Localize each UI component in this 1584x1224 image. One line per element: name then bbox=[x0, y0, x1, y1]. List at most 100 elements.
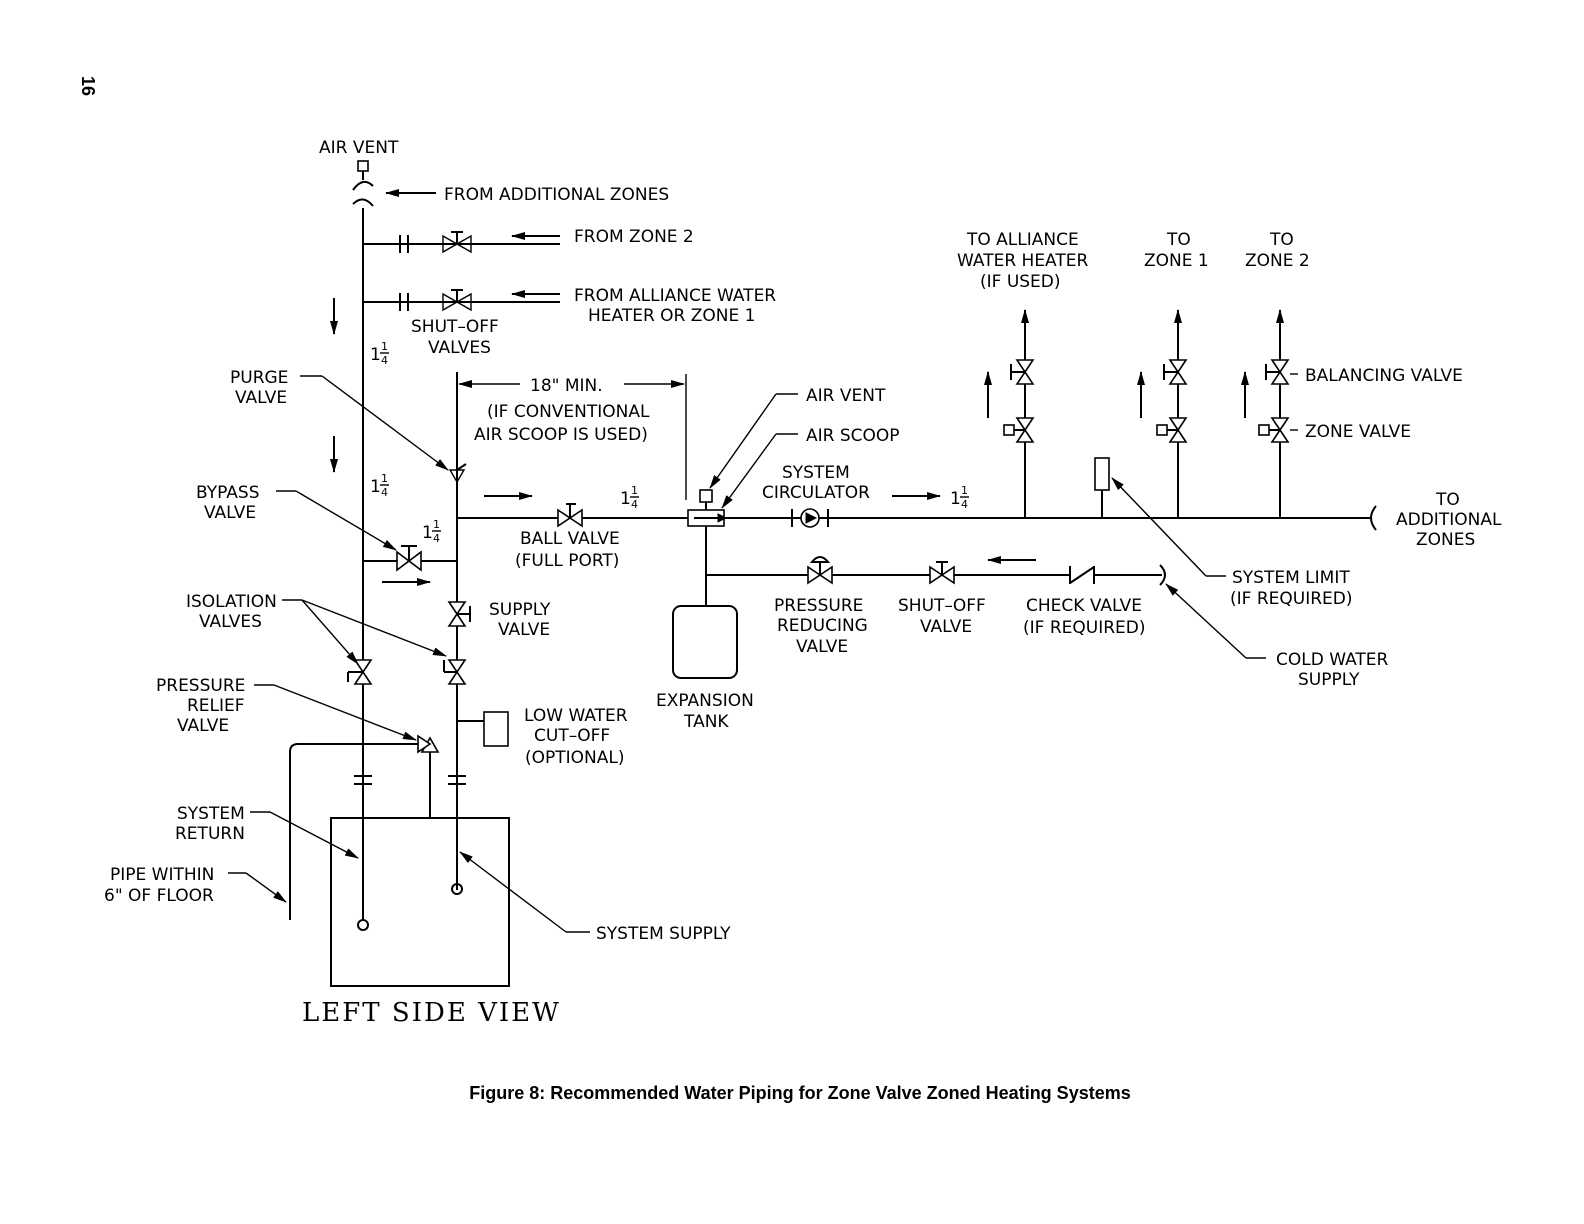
svg-text:1: 1 bbox=[631, 484, 638, 497]
label-balancing-valve: BALANCING VALVE bbox=[1305, 366, 1463, 386]
diagram-labels: AIR VENT FROM ADDITIONAL ZONES FROM ZONE… bbox=[104, 138, 1502, 944]
label-pressure-reducing-valve: PRESSURE bbox=[774, 596, 863, 616]
label-isolation-valves: ISOLATION bbox=[186, 592, 277, 612]
label-from-alliance: HEATER OR ZONE 1 bbox=[588, 306, 755, 326]
label-shutoff-valves: VALVES bbox=[428, 338, 491, 358]
label-low-water-cutoff: LOW WATER bbox=[524, 706, 628, 726]
label-to-alliance: TO ALLIANCE bbox=[966, 230, 1079, 250]
label-pressure-reducing-valve: REDUCING bbox=[777, 616, 868, 636]
label-expansion-tank: TANK bbox=[683, 712, 729, 732]
view-title: LEFT SIDE VIEW bbox=[302, 998, 561, 1028]
label-cold-water-supply: COLD WATER bbox=[1276, 650, 1389, 670]
label-pressure-relief-valve: PRESSURE bbox=[156, 676, 245, 696]
label-zone-valve: ZONE VALVE bbox=[1305, 422, 1411, 442]
label-to-zone-1: ZONE 1 bbox=[1144, 251, 1209, 271]
pipe-size-1-1-4: 1 1 4 bbox=[370, 472, 389, 499]
low-water-cutoff-icon bbox=[483, 711, 509, 747]
label-to-alliance: WATER HEATER bbox=[957, 251, 1088, 271]
label-bypass-valve: VALVE bbox=[204, 503, 256, 523]
pipe-size-1-1-4: 1 1 4 bbox=[422, 518, 441, 545]
svg-text:1: 1 bbox=[381, 340, 388, 353]
label-low-water-cutoff: (OPTIONAL) bbox=[525, 748, 625, 768]
label-cold-water-supply: SUPPLY bbox=[1298, 670, 1360, 690]
isolation-valve-icon bbox=[443, 659, 467, 685]
label-supply-valve: SUPPLY bbox=[489, 600, 551, 620]
label-shutoff-valve: VALVE bbox=[920, 617, 972, 637]
label-18in-min: (IF CONVENTIONAL bbox=[487, 402, 650, 422]
svg-text:1: 1 bbox=[433, 518, 440, 531]
svg-text:4: 4 bbox=[381, 354, 388, 367]
circulator-icon bbox=[800, 508, 820, 528]
return-tube-end-icon bbox=[357, 919, 369, 931]
zone-valve-icon bbox=[1258, 417, 1290, 443]
label-pressure-relief-valve: VALVE bbox=[177, 716, 229, 736]
pressure-reducing-valve-icon bbox=[807, 556, 833, 585]
svg-text:1: 1 bbox=[620, 489, 631, 509]
svg-text:1: 1 bbox=[950, 489, 961, 509]
balancing-valve-icon bbox=[1163, 359, 1188, 385]
check-valve-icon bbox=[1062, 566, 1102, 584]
label-system-supply: SYSTEM SUPPLY bbox=[596, 924, 731, 944]
boiler-outline bbox=[330, 817, 510, 987]
pipe-lines bbox=[289, 208, 1372, 920]
dimension-18in bbox=[456, 374, 687, 500]
label-system-limit: (IF REQUIRED) bbox=[1230, 589, 1353, 609]
label-to-additional-zones: ZONES bbox=[1416, 530, 1475, 550]
label-supply-valve: VALVE bbox=[498, 620, 550, 640]
air-vent-top-icon bbox=[352, 160, 374, 207]
label-shutoff-valve: SHUT–OFF bbox=[898, 596, 986, 616]
shutoff-valve-icon bbox=[442, 231, 472, 254]
cold-water-break-icon bbox=[1159, 564, 1166, 586]
zone-valve-icon bbox=[1003, 417, 1035, 443]
svg-text:1: 1 bbox=[422, 523, 433, 543]
label-purge-valve: PURGE bbox=[230, 368, 288, 388]
label-system-circulator: SYSTEM bbox=[782, 463, 850, 483]
figure-caption: Figure 8: Recommended Water Piping for Z… bbox=[469, 1083, 1131, 1103]
label-bypass-valve: BYPASS bbox=[196, 483, 260, 503]
svg-text:4: 4 bbox=[631, 498, 638, 511]
label-expansion-tank: EXPANSION bbox=[656, 691, 754, 711]
label-check-valve: (IF REQUIRED) bbox=[1023, 618, 1146, 638]
label-system-circulator: CIRCULATOR bbox=[762, 483, 870, 503]
bypass-valve-icon bbox=[396, 545, 422, 572]
supply-valve-icon bbox=[447, 601, 471, 627]
zone-valve-icon bbox=[1156, 417, 1188, 443]
svg-text:1: 1 bbox=[961, 484, 968, 497]
svg-text:1: 1 bbox=[370, 477, 381, 497]
svg-text:4: 4 bbox=[433, 532, 440, 545]
label-ball-valve: (FULL PORT) bbox=[515, 551, 619, 571]
label-purge-valve: VALVE bbox=[235, 388, 287, 408]
air-scoop-icon bbox=[687, 489, 728, 527]
label-check-valve: CHECK VALVE bbox=[1026, 596, 1142, 616]
label-low-water-cutoff: CUT–OFF bbox=[534, 726, 610, 746]
pipe-size-1-1-4: 1 1 4 bbox=[950, 484, 969, 511]
shutoff-valve-icon bbox=[442, 289, 472, 312]
supply-tube-end-icon bbox=[451, 883, 463, 895]
svg-text:1: 1 bbox=[381, 472, 388, 485]
leader-lines bbox=[228, 373, 1298, 933]
pipe-unions bbox=[354, 235, 829, 785]
label-pipe-within-floor: 6" OF FLOOR bbox=[104, 886, 214, 906]
label-to-additional-zones: ADDITIONAL bbox=[1396, 510, 1502, 530]
label-18in-min: AIR SCOOP IS USED) bbox=[474, 425, 648, 445]
label-isolation-valves: VALVES bbox=[199, 612, 262, 632]
pipe-size-1-1-4: 1 1 4 bbox=[620, 484, 639, 511]
system-limit-icon bbox=[1094, 457, 1110, 491]
label-to-zone-1: TO bbox=[1166, 230, 1191, 250]
label-shutoff-valves: SHUT–OFF bbox=[411, 317, 499, 337]
shutoff-valve-icon bbox=[929, 561, 955, 585]
ball-valve-icon bbox=[557, 503, 583, 528]
label-system-limit: SYSTEM LIMIT bbox=[1232, 568, 1350, 588]
label-air-vent-top: AIR VENT bbox=[319, 138, 399, 158]
label-pressure-relief-valve: RELIEF bbox=[187, 696, 245, 716]
balancing-valve-icon bbox=[1265, 359, 1290, 385]
label-from-additional-zones: FROM ADDITIONAL ZONES bbox=[444, 185, 669, 205]
svg-text:1: 1 bbox=[370, 345, 381, 365]
pipe-break-icon bbox=[1370, 505, 1377, 531]
label-system-return: SYSTEM bbox=[177, 804, 245, 824]
label-air-scoop: AIR SCOOP bbox=[806, 426, 900, 446]
purge-valve-icon bbox=[448, 463, 467, 484]
label-to-alliance: (IF USED) bbox=[980, 272, 1061, 292]
label-from-zone-2: FROM ZONE 2 bbox=[574, 227, 694, 247]
